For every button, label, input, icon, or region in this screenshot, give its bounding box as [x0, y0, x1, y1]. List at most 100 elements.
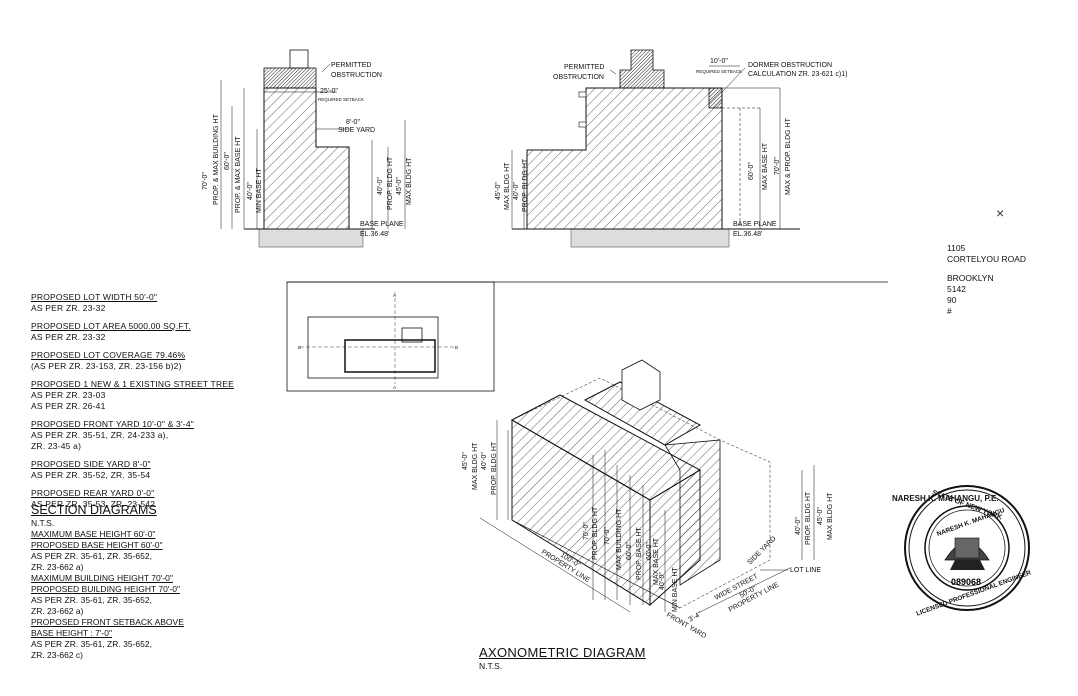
- note-lot-width: PROPOSED LOT WIDTH 50'-0" AS PER ZR. 23-…: [31, 292, 281, 314]
- section-heading: PROPOSED BASE HEIGHT 60'-0": [31, 540, 163, 550]
- section-heading: MAXIMUM BASE HEIGHT 60'-0": [31, 529, 156, 539]
- s2-req-setback: REQUIRED SETBACK: [696, 69, 742, 74]
- axo-v60a: 60'-0": [626, 542, 633, 560]
- note-heading: PROPOSED LOT COVERAGE 79.46%: [31, 350, 186, 360]
- section-line: AS PER ZR. 35-61, ZR. 35-652,: [31, 595, 152, 605]
- address-borough: BROOKLYN: [947, 273, 994, 283]
- section-heading: PROPOSED FRONT SETBACK ABOVE: [31, 617, 184, 627]
- s2-max-base: MAX BASE HT: [762, 142, 769, 190]
- axo-v40b: 40'-0": [659, 572, 666, 590]
- axo-r40: 40'-0": [795, 517, 802, 535]
- seal-name: NARESH K. MAHANGU, P.E.: [892, 494, 999, 503]
- axo-r-max-bldg: MAX BLDG HT: [827, 492, 834, 540]
- section-line: ZR. 23-662 c): [31, 650, 83, 660]
- axo-r45: 45'-0": [817, 507, 824, 525]
- s2-max-prop-bldg: MAX & PROP. BLDG HT: [785, 117, 792, 195]
- s1-max-bldg: MAX BLDG HT: [406, 157, 413, 205]
- axo-prop-base: PROP. BASE HT: [636, 526, 643, 580]
- s1-prop-bldg: PROP. BLDG HT: [387, 156, 394, 210]
- note-heading: PROPOSED 1 NEW & 1 EXISTING STREET TREE: [31, 379, 235, 389]
- axo-min-base: MIN BASE HT: [672, 567, 679, 612]
- note-heading: PROPOSED REAR YARD 0'-0": [31, 488, 155, 498]
- axo-d3: 3'-4": [688, 610, 704, 623]
- s2-v70: 70'-0": [774, 157, 781, 175]
- s1-v70: 70'-0": [202, 172, 209, 190]
- section-title: SECTION DIAGRAMS: [31, 503, 157, 517]
- section-item-building: MAXIMUM BUILDING HEIGHT 70'-0" PROPOSED …: [31, 573, 281, 617]
- note-line: (AS PER ZR. 23-153, ZR. 23-156 b)2): [31, 361, 182, 371]
- axo-v40: 40'-0": [481, 452, 488, 470]
- note-side-yard: PROPOSED SIDE YARD 8'-0" AS PER ZR. 35-5…: [31, 459, 281, 481]
- axo-prop-bldg: PROP. BLDG HT: [491, 441, 498, 495]
- axo-v60b: 60'-0": [646, 542, 653, 560]
- s1-v60: 60'-0": [224, 152, 231, 170]
- close-icon[interactable]: ×: [996, 205, 1005, 221]
- axo-lot-line: LOT LINE: [790, 567, 821, 574]
- axo-v70a: 70'-0": [583, 522, 590, 540]
- s2-v40: 40'-0": [513, 182, 520, 200]
- section-line: AS PER ZR. 35-61, ZR. 35-652,: [31, 639, 152, 649]
- section-item-setback: PROPOSED FRONT SETBACK ABOVE BASE HEIGHT…: [31, 617, 281, 661]
- note-heading: PROPOSED LOT AREA 5000.00 SQ.FT.: [31, 321, 191, 331]
- s2-base-plane: BASE PLANE: [733, 221, 777, 228]
- note-line: AS PER ZR. 26-41: [31, 401, 106, 411]
- section-item-base: MAXIMUM BASE HEIGHT 60'-0" PROPOSED BASE…: [31, 529, 281, 573]
- axo-v45: 45'-0": [462, 452, 469, 470]
- section-heading: MAXIMUM BUILDING HEIGHT 70'-0": [31, 573, 173, 583]
- s2-permitted: PERMITTED: [564, 64, 604, 71]
- seal-number: 089068: [951, 577, 981, 587]
- note-line: AS PER ZR. 23-32: [31, 332, 106, 342]
- axo-max-bldg: MAX BLDG HT: [472, 442, 479, 490]
- note-line: AS PER ZR. 35-53, ZR. 23-542: [31, 499, 156, 509]
- s1-min-base: MIN BASE HT: [256, 168, 263, 213]
- plan-a-bottom: A: [393, 385, 396, 390]
- plan-a-top: A: [393, 293, 396, 298]
- s1-d8: 8'-0": [346, 119, 360, 126]
- s2-max-bldg: MAX BLDG HT: [504, 162, 511, 210]
- note-street-tree: PROPOSED 1 NEW & 1 EXISTING STREET TREE …: [31, 379, 281, 412]
- s1-d25: 25'-0": [320, 88, 338, 95]
- s2-prop-bldg: PROP. BLDG HT: [522, 158, 529, 212]
- s1-prop-max-bldg: PROP. & MAX BUILDING HT: [213, 113, 220, 205]
- note-front-yard: PROPOSED FRONT YARD 10'-0" & 3'-4" AS PE…: [31, 419, 281, 452]
- section-line: ZR. 23-662 a): [31, 606, 84, 616]
- note-heading: PROPOSED LOT WIDTH 50'-0": [31, 292, 158, 302]
- address-block: 1105 CORTELYOU ROAD BROOKLYN 5142 90 #: [947, 243, 1026, 317]
- s2-obstruction: OBSTRUCTION: [553, 74, 604, 81]
- s1-v45: 45'-0": [396, 177, 403, 195]
- s2-dormer1: DORMER OBSTRUCTION: [748, 62, 832, 69]
- section-diagram-1: PERMITTED OBSTRUCTION 25'-0" REQUIRED SE…: [202, 49, 413, 248]
- section-line: ZR. 23-662 a): [31, 562, 84, 572]
- note-lot-coverage: PROPOSED LOT COVERAGE 79.46% (AS PER ZR.…: [31, 350, 281, 372]
- address-hash: #: [947, 306, 952, 316]
- section-diagram-2: PERMITTED OBSTRUCTION 10'-0" REQUIRED SE…: [495, 49, 847, 248]
- address-number: 1105: [947, 243, 966, 253]
- section-nts: N.T.S.: [31, 518, 55, 528]
- axo-v70b: 70'-0": [604, 527, 611, 545]
- s1-req-setback: REQUIRED SETBACK: [318, 97, 364, 102]
- axonometric-diagram: 45'-0" MAX BLDG HT 40'-0" PROP. BLDG HT …: [462, 359, 834, 640]
- section-line: AS PER ZR. 35-61, ZR. 35-652,: [31, 551, 152, 561]
- axo-nts: N.T.S.: [479, 661, 503, 671]
- axo-side-yard: SIDE YARD: [746, 535, 777, 566]
- note-lot-area: PROPOSED LOT AREA 5000.00 SQ.FT. AS PER …: [31, 321, 281, 343]
- note-line: AS PER ZR. 23-32: [31, 303, 106, 313]
- s1-v40a: 40'-0": [247, 182, 254, 200]
- section-notes: SECTION DIAGRAMS N.T.S. MAXIMUM BASE HEI…: [31, 503, 281, 661]
- note-line: AS PER ZR. 35-52, ZR. 35-54: [31, 470, 151, 480]
- section-heading: PROPOSED BUILDING HEIGHT 70'-0": [31, 584, 181, 594]
- s1-side-yard: SIDE YARD: [338, 127, 375, 134]
- s1-obstruction: OBSTRUCTION: [331, 72, 382, 79]
- s1-permitted: PERMITTED: [331, 62, 371, 69]
- s1-v40b: 40'-0": [377, 177, 384, 195]
- key-plan: A A B B: [286, 281, 495, 392]
- note-line: AS PER ZR. 35-51, ZR. 24-233 a),: [31, 430, 169, 440]
- plan-b-right: B: [455, 345, 458, 350]
- s1-prop-max-base: PROP. & MAX BASE HT: [235, 136, 242, 213]
- axo-title: AXONOMETRIC DIAGRAM: [479, 645, 646, 660]
- axo-max-base: MAX BASE HT: [653, 537, 660, 585]
- s2-d10: 10'-0": [710, 58, 728, 65]
- section-heading: BASE HEIGHT : 7'-0": [31, 628, 113, 638]
- address-block-number: 5142: [947, 284, 966, 294]
